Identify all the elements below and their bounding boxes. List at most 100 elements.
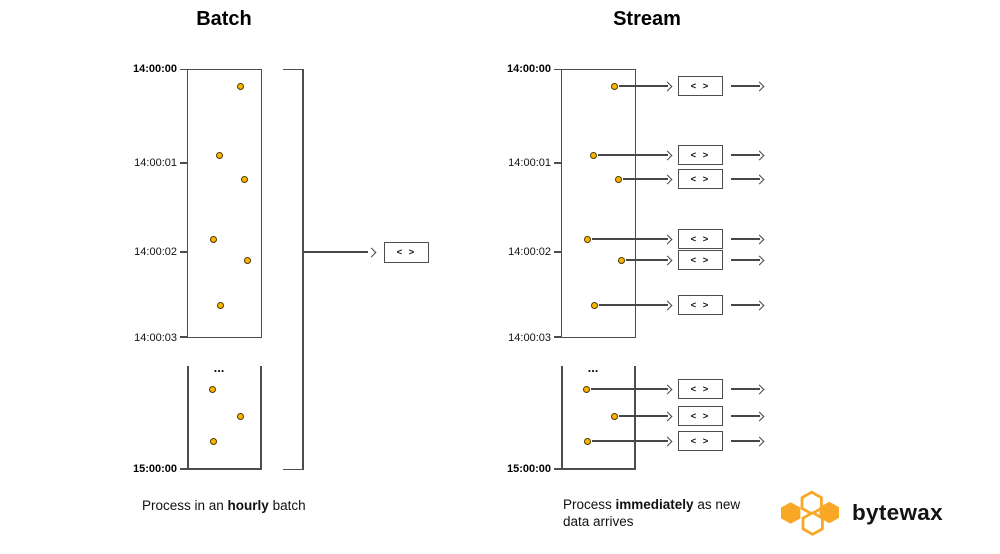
- event-dot: [209, 437, 217, 445]
- arrowhead-icon: [662, 300, 672, 310]
- event-dot: [209, 235, 217, 243]
- arrowhead-icon: [754, 81, 764, 91]
- arrow: [619, 415, 668, 417]
- arrow: [304, 251, 368, 253]
- timeline-tick: [180, 162, 188, 164]
- arrow: [731, 415, 760, 417]
- batch-time-label: 14:00:02: [134, 246, 177, 258]
- event-dot: [240, 175, 248, 183]
- arrow: [731, 178, 760, 180]
- batch-caption-suffix: batch: [268, 498, 306, 513]
- arrow: [731, 388, 760, 390]
- stream-hour2-left-edge: [561, 366, 563, 470]
- arrow: [731, 85, 760, 87]
- arrowhead-icon: [754, 436, 764, 446]
- stream-operator-box: < >: [678, 249, 723, 271]
- stream-time-label: 14:00:01: [508, 157, 551, 169]
- arrowhead-icon: [662, 411, 672, 421]
- event-dot: [243, 256, 251, 264]
- event-dot: [216, 301, 224, 309]
- batch-hour-window: [187, 68, 262, 338]
- arrow: [731, 259, 760, 261]
- batch-hour2-bottom-edge: [180, 468, 262, 470]
- batch-time-label: 14:00:01: [134, 157, 177, 169]
- arrowhead-icon: [662, 174, 672, 184]
- arrow: [592, 440, 668, 442]
- batch-time-label: 15:00:00: [132, 463, 177, 475]
- arrow: [731, 440, 760, 442]
- event-dot: [617, 256, 625, 264]
- arrowhead-icon: [662, 81, 672, 91]
- stream-caption-suffix: as new data arrives: [563, 497, 741, 529]
- event-dot: [236, 82, 244, 90]
- batch-hour2-left-edge: [187, 366, 189, 470]
- arrowhead-icon: [754, 411, 764, 421]
- batch-time-label: 14:00:00: [132, 63, 177, 75]
- timeline-tick: [554, 162, 562, 164]
- timeline-tick: [554, 336, 562, 338]
- event-dot: [610, 412, 618, 420]
- batch-time-label: 14:00:03: [134, 332, 177, 344]
- arrow: [731, 304, 760, 306]
- event-dot: [583, 235, 591, 243]
- arrowhead-icon: [662, 234, 672, 244]
- event-dot: [208, 385, 216, 393]
- stream-operator-box: < >: [678, 294, 723, 316]
- arrow: [731, 238, 760, 240]
- arrow: [592, 238, 668, 240]
- stream-operator-box: < >: [678, 405, 723, 427]
- arrow: [626, 259, 668, 261]
- batch-caption-bold: hourly: [227, 498, 269, 513]
- arrowhead-icon: [754, 150, 764, 160]
- arrowhead-icon: [754, 384, 764, 394]
- event-dot: [610, 82, 618, 90]
- stream-operator-box: < >: [678, 430, 723, 452]
- bytewax-logo-icon: [781, 490, 839, 536]
- batch-bracket-top-tick: [283, 68, 303, 70]
- stream-title: Stream: [613, 8, 681, 30]
- batch-caption: Process in an hourly batch: [142, 498, 362, 515]
- arrowhead-icon: [366, 247, 376, 257]
- event-dot: [589, 151, 597, 159]
- timeline-tick: [180, 336, 188, 338]
- stream-caption-prefix: Process: [563, 497, 616, 512]
- stream-hour2-bottom-edge: [554, 468, 636, 470]
- event-dot: [583, 437, 591, 445]
- arrowhead-icon: [754, 255, 764, 265]
- event-dot: [215, 151, 223, 159]
- stream-ellipsis: ...: [587, 360, 599, 375]
- arrowhead-icon: [662, 384, 672, 394]
- batch-caption-prefix: Process in an: [142, 498, 228, 513]
- batch-ellipsis: ...: [213, 360, 225, 375]
- arrowhead-icon: [754, 174, 764, 184]
- batch-title: Batch: [196, 8, 252, 30]
- arrowhead-icon: [662, 255, 672, 265]
- batch-hour2-right-edge: [260, 366, 262, 470]
- stream-caption-bold: immediately: [615, 497, 694, 512]
- arrow: [619, 85, 668, 87]
- stream-operator-box: < >: [678, 168, 723, 190]
- stream-operator-box: < >: [678, 144, 723, 166]
- bytewax-logo-text: bytewax: [852, 500, 943, 525]
- stream-hour-window: [561, 68, 636, 338]
- timeline-tick: [554, 68, 562, 71]
- arrowhead-icon: [754, 300, 764, 310]
- event-dot: [236, 412, 244, 420]
- arrow: [598, 154, 668, 156]
- stream-time-label: 15:00:00: [506, 463, 551, 475]
- timeline-tick: [180, 68, 188, 71]
- stream-operator-box: < >: [678, 378, 723, 400]
- stream-operator-box: < >: [678, 75, 723, 97]
- arrowhead-icon: [754, 234, 764, 244]
- batch-bracket-bottom-tick: [283, 468, 303, 470]
- timeline-tick: [180, 251, 188, 253]
- stream-time-label: 14:00:03: [508, 332, 551, 344]
- stream-caption: Process immediately as new data arrives: [563, 497, 748, 530]
- stream-time-label: 14:00:00: [506, 63, 551, 75]
- arrow: [591, 388, 668, 390]
- batch-operator-box: < >: [384, 242, 429, 263]
- arrow: [599, 304, 668, 306]
- event-dot: [614, 175, 622, 183]
- bytewax-logo: bytewax: [780, 488, 943, 538]
